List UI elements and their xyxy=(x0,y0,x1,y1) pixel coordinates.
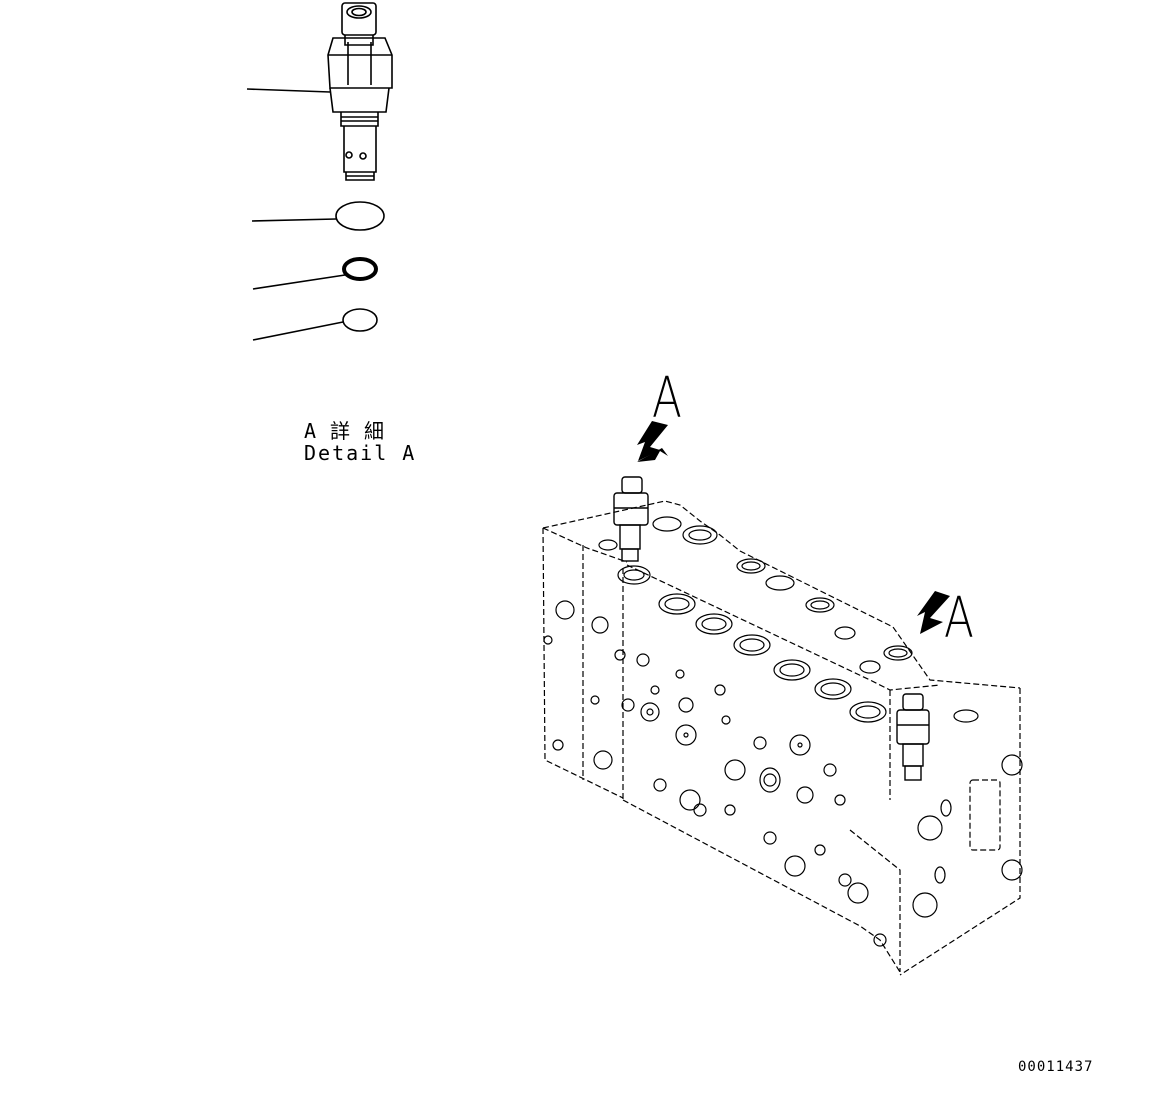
valve-block xyxy=(542,500,1021,976)
arrow-icon xyxy=(637,421,950,634)
o-ring-part xyxy=(252,257,378,290)
detail-title-en: Detail A xyxy=(304,441,417,465)
side-ports xyxy=(543,600,887,947)
installed-valve-2 xyxy=(896,693,930,781)
callout-a-right: A xyxy=(944,586,974,651)
reference-number: 00011437 xyxy=(1018,1059,1094,1075)
top-ports xyxy=(598,516,979,723)
relief-valve-part xyxy=(246,2,393,181)
backup-ring-part xyxy=(251,201,385,231)
detail-title-jp: A詳細 xyxy=(304,419,399,443)
backup-ring-small-part xyxy=(252,308,378,341)
callout-a-upper: A xyxy=(652,366,682,431)
end-plate xyxy=(912,754,1023,918)
installed-valve-1 xyxy=(613,476,649,562)
